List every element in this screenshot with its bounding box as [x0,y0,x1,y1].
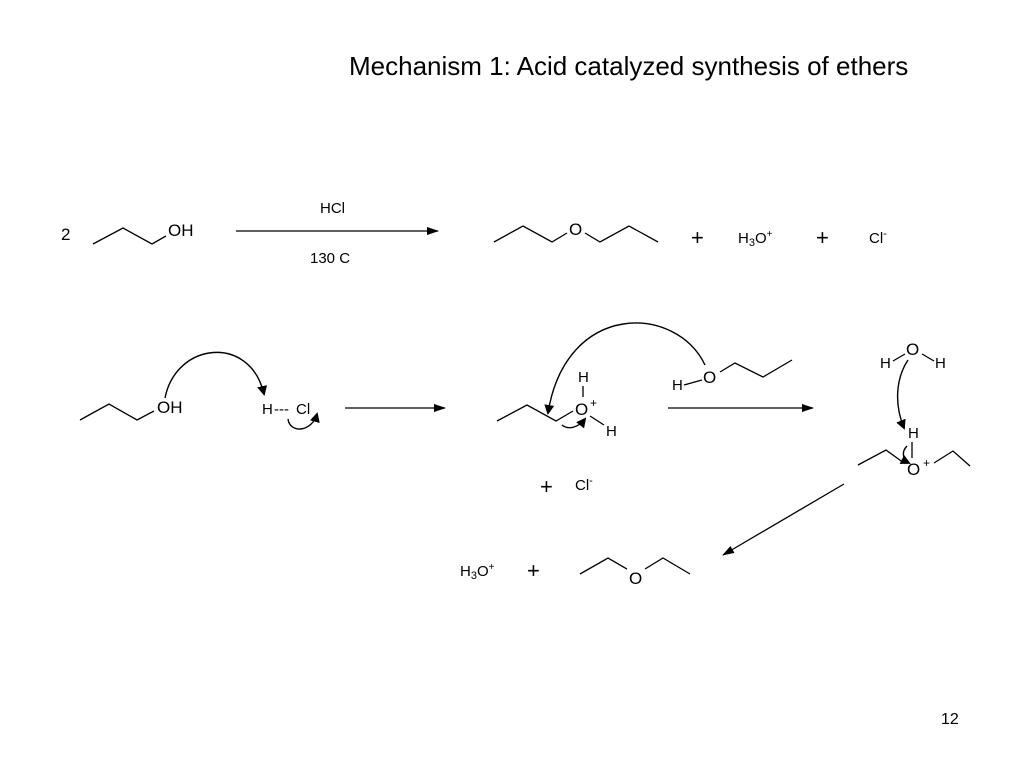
oxonium-charge: + [590,396,597,410]
dipropyl-ether-left-chain [493,225,568,243]
water-oh-bond [892,353,906,362]
protonated-ether-oxygen: O [907,460,920,479]
diethyl-ether-right-chain [644,557,691,575]
propanol-skeleton [92,227,167,245]
nucleophile-oh-bond [683,379,703,386]
plus-sign: + [816,225,829,250]
dipropyl-ether-o-label: O [569,220,582,239]
diethyl-ether-oxygen: O [629,569,642,588]
hydronium-label: H3O+ [460,562,495,582]
propanol-oh-label: OH [168,221,194,240]
oxonium-oxygen: O [575,400,588,419]
plus-sign: + [527,558,540,583]
nucleophile-oxygen: O [703,368,716,387]
water-oxygen: O [906,340,919,359]
protonated-ether-left-chain [857,449,905,466]
page-number: 12 [941,711,959,728]
chloride-label: Cl- [869,228,887,247]
step1-protonation: OH H --- Cl [79,351,446,430]
hcl-hydrogen-label: H [262,401,273,418]
oxonium-right-hydrogen: H [606,423,617,440]
protonated-ether-charge: + [923,456,930,470]
stoichiometric-coefficient: 2 [61,225,70,244]
water-oh-bond [921,353,935,362]
oxonium-propyl-chain [496,404,574,422]
dipropyl-ether-right-chain [584,225,659,243]
plus-sign: + [691,225,704,250]
hcl-partial-bond: --- [274,401,289,418]
step1-propanol-skeleton [79,403,155,421]
nucleophile-hydrogen: H [672,377,683,394]
step3-reaction-arrow [722,483,845,556]
step2-substitution: H O + H + Cl- H O [496,322,814,499]
oxonium-top-hydrogen: H [578,369,589,386]
slide-title: Mechanism 1: Acid catalyzed synthesis of… [349,51,908,81]
curved-arrow-water-to-hydrogen [896,359,909,430]
final-products: H3O+ + O [460,557,691,588]
diethyl-ether-left-chain [579,557,628,575]
hcl-chlorine-label: Cl [296,401,310,418]
oxonium-oh-bond [589,415,605,426]
water-left-hydrogen: H [880,355,891,372]
step3-deprotonation: H O H H O + [722,340,971,556]
protonated-ether-hydrogen: H [908,425,919,442]
hydronium-label: H3O+ [738,229,773,249]
chloride-label: Cl- [575,475,593,494]
protonated-ether-right-chain [933,450,971,467]
curved-arrow-bond-to-chlorine [287,412,320,430]
curved-arrow-bond-to-oxygen [899,445,911,464]
nucleophile-propyl-chain [719,359,793,378]
overall-reaction: 2 OH HCl 130 C O + H3O+ + Cl- [61,200,887,267]
curved-arrow-bond-to-oxygen [561,417,587,429]
reagent-label: HCl [320,200,345,217]
plus-sign: + [540,474,553,499]
water-right-hydrogen: H [935,355,946,372]
curved-arrow-nucleophilic-attack [544,322,706,415]
step1-oh-label: OH [157,398,183,417]
condition-label: 130 C [310,250,350,267]
curved-arrow-oxygen-to-hydrogen [164,351,268,399]
